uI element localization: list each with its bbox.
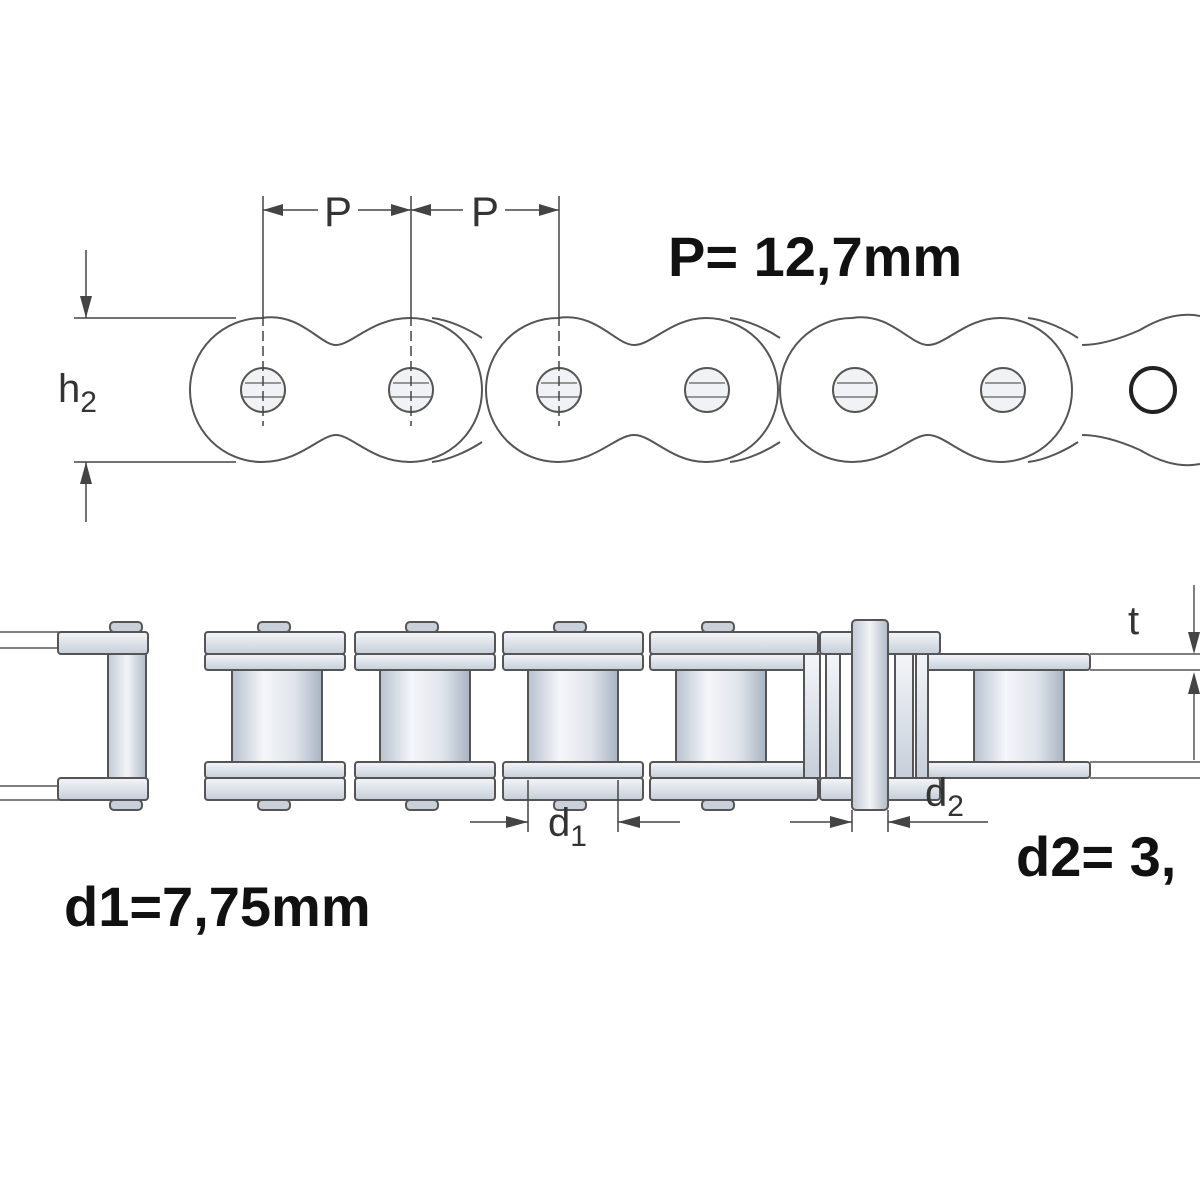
side-view	[0, 585, 1200, 832]
inner-plate-bridge-1	[431, 317, 483, 463]
pitch-dimension-1	[263, 204, 411, 216]
roller	[973, 669, 1065, 763]
roller	[231, 669, 323, 763]
pin-hole	[684, 367, 730, 413]
link-plate-4	[1081, 313, 1200, 467]
pitch-label-2: P	[471, 188, 499, 235]
roller	[675, 669, 767, 763]
pin-heads	[109, 621, 735, 811]
d2-pin	[851, 619, 889, 811]
pin-holes	[240, 366, 1177, 414]
center-lines	[262, 316, 560, 426]
roller	[527, 669, 619, 763]
inner-plate-bridge-3	[1027, 317, 1079, 463]
link-plate-2	[485, 316, 779, 464]
pin-hole	[832, 367, 878, 413]
d1-dimension	[470, 780, 680, 832]
top-view	[74, 196, 1200, 522]
inner-plates	[204, 653, 1091, 779]
d1-value-text: d1=7,75mm	[64, 875, 371, 938]
t-label: t	[1128, 599, 1139, 643]
pin-hole	[240, 367, 286, 413]
h2-label: h2	[58, 367, 97, 419]
inner-plate-bridge-2	[729, 317, 781, 463]
h2-dimension	[74, 250, 236, 522]
roller	[379, 669, 471, 763]
pitch-value-text: P= 12,7mm	[668, 225, 962, 288]
link-plate-3	[779, 316, 1073, 464]
pin-hole	[388, 367, 434, 413]
d2-value-text: d2= 3,	[1016, 825, 1176, 888]
pitch-dimension-2	[411, 204, 559, 216]
pitch-extension-lines	[262, 196, 560, 316]
hole-hatching	[243, 382, 1023, 398]
pitch-label-1: P	[324, 188, 352, 235]
pin-hole	[980, 367, 1026, 413]
left-ext-lines	[0, 631, 60, 801]
left-pin	[107, 653, 147, 779]
pin-hole	[1129, 366, 1177, 414]
right-ext-lines	[1090, 585, 1200, 779]
d1-label: d1	[548, 801, 587, 853]
d2-label: d2	[925, 771, 964, 823]
pin-hole	[536, 367, 582, 413]
d2-dimension	[790, 810, 988, 832]
link-plate-1	[189, 316, 483, 464]
outer-plates	[57, 631, 941, 801]
connecting-link	[803, 653, 929, 779]
rollers	[231, 669, 1065, 763]
